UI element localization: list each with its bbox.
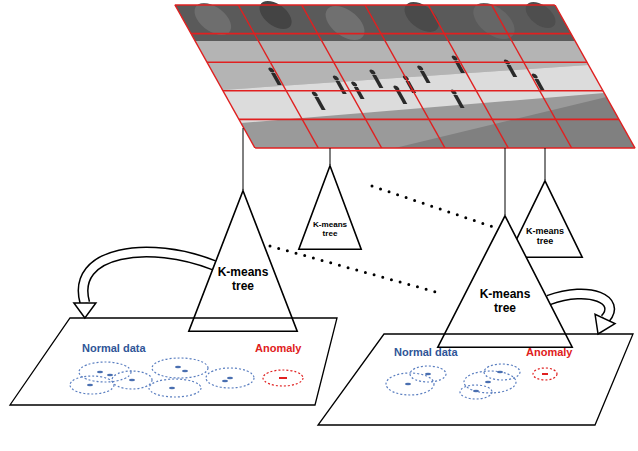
tree-label-box: K-means tree xyxy=(475,288,535,316)
tree-label-box: K-means tree xyxy=(523,226,568,247)
normal-clusters xyxy=(70,358,520,399)
triangle-outline xyxy=(188,190,298,332)
panel-outline xyxy=(10,318,337,405)
feature-space-panel: Normal data Anomaly xyxy=(10,318,337,405)
tree-label: K-means tree xyxy=(523,226,568,247)
feature-space-panel: Normal data Anomaly xyxy=(318,334,633,425)
triangle-outline xyxy=(437,215,573,348)
anomaly-label: Anomaly xyxy=(255,342,301,354)
kmeans-tree-triangle: K-means tree xyxy=(437,215,573,348)
tree-label-box: K-means tree xyxy=(308,220,353,239)
anomaly-label: Anomaly xyxy=(526,346,572,358)
tree-label-box: K-means tree xyxy=(213,266,273,294)
tree-label: K-means tree xyxy=(475,288,535,316)
video-frame-grid xyxy=(173,1,635,148)
panel-label-box: Normal data xyxy=(394,342,458,360)
grid-to-tree-lines xyxy=(243,128,545,215)
tree-label: K-means tree xyxy=(308,220,353,239)
panel-label-box: Anomaly xyxy=(255,338,301,356)
kmeans-tree-triangle: K-means tree xyxy=(188,190,298,332)
normal-label: Normal data xyxy=(394,346,458,358)
kmeans-tree-triangle: K-means tree xyxy=(298,165,362,250)
tree-label: K-means tree xyxy=(213,266,273,294)
hollow-curved-arrow xyxy=(74,252,214,318)
panel-label-box: Normal data xyxy=(82,338,146,356)
anomaly-clusters xyxy=(263,368,557,386)
panel-label-box: Anomaly xyxy=(526,342,572,360)
normal-label: Normal data xyxy=(82,342,146,354)
normal-points xyxy=(87,366,503,393)
panel-outline xyxy=(318,334,633,425)
